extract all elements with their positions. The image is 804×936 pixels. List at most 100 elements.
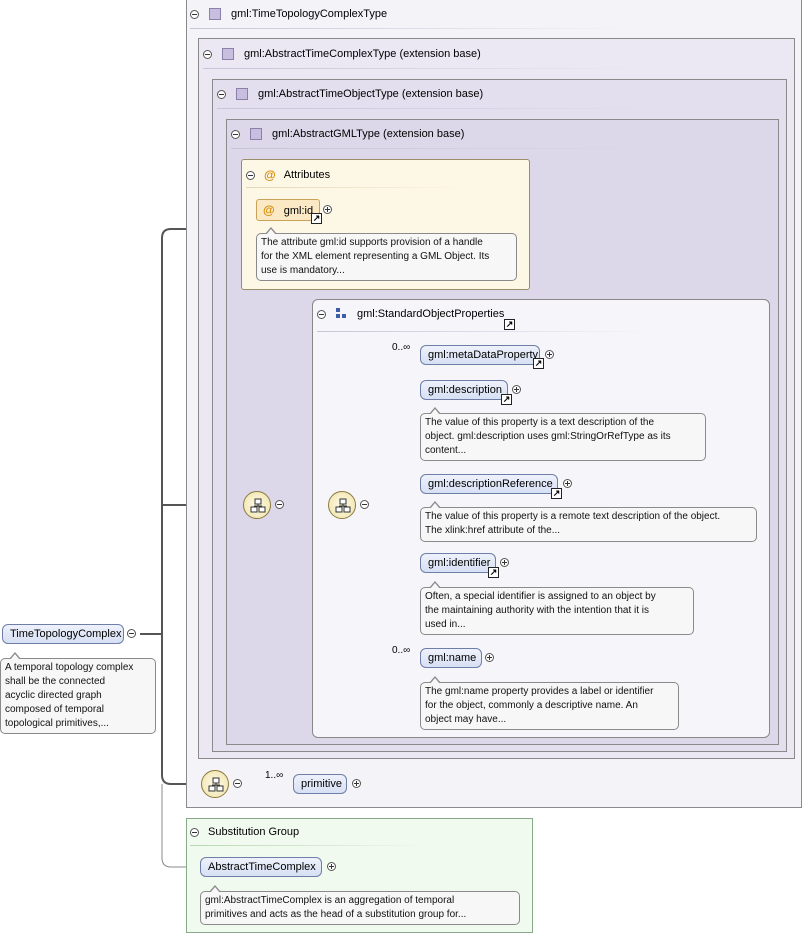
doc-line: The value of this property is a text des… [425,417,655,428]
root-element-doc: A temporal topology complex shall be the… [0,652,156,734]
collapse-icon[interactable] [203,49,212,59]
element-gml-metadataproperty[interactable]: gml:metaDataProperty [420,345,540,365]
header-divider [190,28,630,29]
element-gml-descriptionreference-doc: The value of this property is a remote t… [420,501,757,542]
element-gml-name-doc: The gml:name property provides a label o… [420,676,679,730]
doc-line: gml:AbstractTimeComplex is an aggregatio… [205,895,455,906]
attribute-icon: @ [264,168,276,182]
doc-line: used in... [425,619,466,630]
doc-line: The gml:name property provides a label o… [425,686,654,697]
abstract-gml-type-header: gml:AbstractGMLType (extension base) [231,128,464,140]
doc-line: A temporal topology complex [5,662,134,673]
collapse-icon[interactable] [317,309,326,319]
collapse-icon[interactable] [231,129,240,139]
substitution-group-header: Substitution Group [190,826,299,838]
header-divider [246,187,466,188]
header-divider [217,108,657,109]
collapse-icon[interactable] [127,629,136,638]
sequence-icon[interactable] [201,770,229,798]
sequence-glyph [208,777,224,792]
header-divider [203,68,643,69]
element-gml-description-doc: The value of this property is a text des… [420,407,706,461]
collapse-icon[interactable] [233,779,242,788]
collapse-icon[interactable] [275,500,284,509]
plus-expand-icon[interactable] [327,862,336,871]
sequence-glyph [250,498,266,513]
element-gml-identifier[interactable]: gml:identifier [420,553,496,573]
collapse-icon[interactable] [360,500,369,509]
substitution-group-title: Substitution Group [208,826,300,838]
link-arrow-icon[interactable]: ↗ [504,319,515,330]
attribute-label: gml:id [283,205,314,217]
time-topology-complex-type-header: gml:TimeTopologyComplexType [190,8,387,20]
doc-line: for the object, commonly a descriptive n… [425,700,638,711]
attributes-header: @ Attributes [246,168,330,182]
type-icon [250,128,262,140]
cardinality-label: 0..∞ [392,342,411,353]
link-arrow-icon[interactable]: ↗ [311,213,322,224]
doc-line: acyclic directed graph [5,690,102,701]
doc-line: the maintaining authority with the inten… [425,605,650,616]
cardinality-label: 0..∞ [392,645,411,656]
type-name: gml:AbstractTimeComplexType (extension b… [244,48,481,60]
doc-line: content... [425,445,467,456]
doc-line: shall be the connected [5,676,106,687]
attribute-gml-id-doc: The attribute gml:id supports provision … [256,227,517,281]
substitution-element-doc: gml:AbstractTimeComplex is an aggregatio… [200,885,520,925]
doc-line: primitives and acts as the head of a sub… [205,909,467,920]
element-abstracttimecomplex[interactable]: AbstractTimeComplex [200,857,322,877]
collapse-icon[interactable] [190,9,199,19]
doc-line: object may have... [425,714,507,725]
type-name: gml:TimeTopologyComplexType [231,8,388,20]
type-icon [222,48,234,60]
attributes-title: Attributes [283,169,331,181]
attribute-icon: @ [263,203,275,217]
group-title: gml:StandardObjectProperties [357,308,505,320]
element-gml-description[interactable]: gml:description [420,380,508,400]
doc-line: topological primitives,... [5,718,109,729]
plus-expand-icon[interactable] [545,350,554,359]
doc-line: for the XML element representing a GML O… [261,251,490,262]
sequence-glyph [335,498,351,513]
sequence-icon[interactable] [243,491,271,519]
doc-line: The attribute gml:id supports provision … [261,237,483,248]
plus-expand-icon[interactable] [323,205,332,214]
link-arrow-icon[interactable]: ↗ [488,567,499,578]
doc-line: composed of temporal [5,704,104,715]
collapse-icon[interactable] [217,89,226,99]
type-icon [236,88,248,100]
type-name: gml:AbstractTimeObjectType (extension ba… [258,88,484,100]
collapse-icon[interactable] [246,170,255,180]
doc-line: The value of this property is a remote t… [425,511,721,522]
collapse-icon[interactable] [190,827,199,837]
root-element-timetopologycomplex[interactable]: TimeTopologyComplex [2,624,124,644]
plus-expand-icon[interactable] [352,779,361,788]
link-arrow-icon[interactable]: ↗ [551,488,562,499]
element-primitive[interactable]: primitive [293,774,347,794]
link-arrow-icon[interactable]: ↗ [533,358,544,369]
doc-line: object. gml:description uses gml:StringO… [425,431,671,442]
plus-expand-icon[interactable] [512,385,521,394]
link-arrow-icon[interactable]: ↗ [501,394,512,405]
header-divider [231,148,651,149]
plus-expand-icon[interactable] [485,653,494,662]
plus-expand-icon[interactable] [563,479,572,488]
plus-expand-icon[interactable] [500,558,509,567]
element-gml-descriptionreference[interactable]: gml:descriptionReference [420,474,558,494]
type-icon [209,8,221,20]
group-icon [336,308,346,318]
element-gml-name[interactable]: gml:name [420,648,482,668]
header-divider [190,845,430,846]
doc-line: use is mandatory... [261,265,345,276]
type-name: gml:AbstractGMLType (extension base) [272,128,465,140]
standard-object-properties-header: gml:StandardObjectProperties [317,308,504,320]
cardinality-label: 1..∞ [265,770,284,781]
element-gml-identifier-doc: Often, a special identifier is assigned … [420,581,694,635]
doc-line: Often, a special identifier is assigned … [425,591,656,602]
abstract-time-object-type-header: gml:AbstractTimeObjectType (extension ba… [217,88,483,100]
doc-line: The xlink:href attribute of the... [425,525,561,536]
header-divider [317,331,657,332]
abstract-time-complex-type-header: gml:AbstractTimeComplexType (extension b… [203,48,481,60]
attribute-gml-id[interactable]: @ gml:id [256,199,320,221]
sequence-icon[interactable] [328,491,356,519]
